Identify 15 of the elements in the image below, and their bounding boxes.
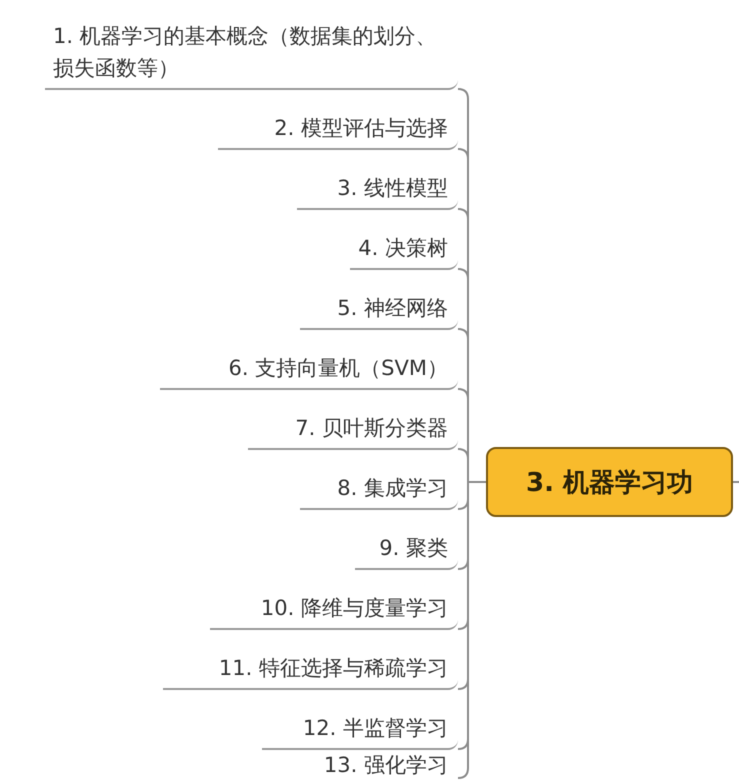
topic-label: 8. 集成学习 — [300, 466, 458, 510]
topic-label: 2. 模型评估与选择 — [218, 106, 458, 150]
topic-label: 1. 机器学习的基本概念（数据集的划分、损失函数等） — [45, 14, 458, 90]
topic-label: 13. 强化学习 — [290, 752, 458, 781]
topic-label: 11. 特征选择与稀疏学习 — [163, 646, 458, 690]
topic-label: 4. 决策树 — [350, 226, 458, 270]
topic-label: 7. 贝叶斯分类器 — [248, 406, 458, 450]
topic-label: 3. 线性模型 — [297, 166, 458, 210]
topic-label: 6. 支持向量机（SVM） — [160, 346, 458, 390]
topic-label: 5. 神经网络 — [300, 286, 458, 330]
topic-label: 9. 聚类 — [355, 526, 458, 570]
topic-label: 10. 降维与度量学习 — [210, 586, 458, 630]
connector-line — [733, 481, 739, 483]
central-topic-box: 3. 机器学习功 — [486, 447, 733, 517]
topic-label: 12. 半监督学习 — [262, 706, 458, 750]
